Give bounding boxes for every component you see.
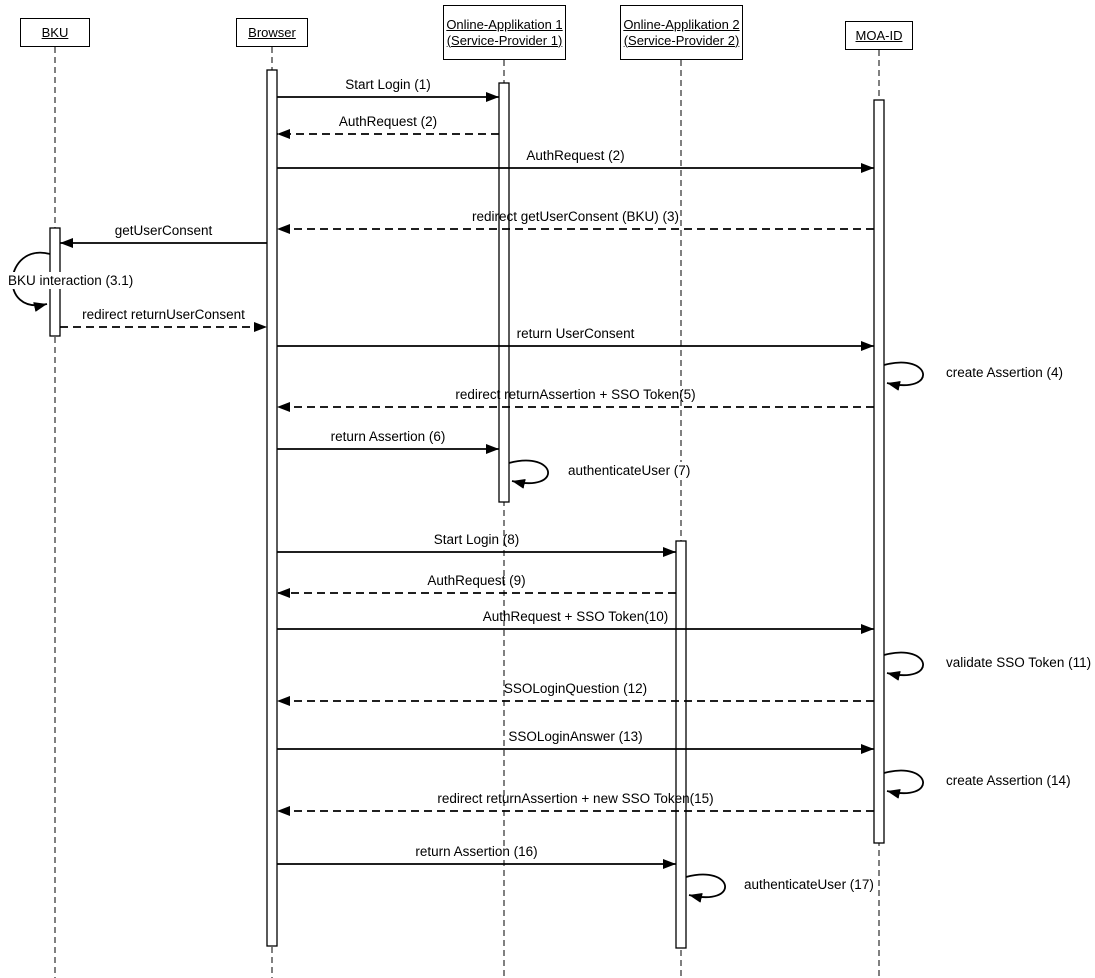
activation-bku	[49, 227, 61, 337]
self-message-arrow	[883, 651, 924, 681]
activation-moaid	[873, 99, 885, 844]
activation-oa1	[498, 82, 510, 503]
self-message-arrow	[883, 769, 924, 799]
self-message-arrow	[685, 873, 726, 903]
self-message-arrow	[11, 251, 51, 312]
activation-oa2	[675, 540, 687, 949]
activation-browser	[266, 69, 278, 947]
self-message-arrow	[508, 459, 549, 489]
self-message-arrow	[883, 361, 924, 391]
